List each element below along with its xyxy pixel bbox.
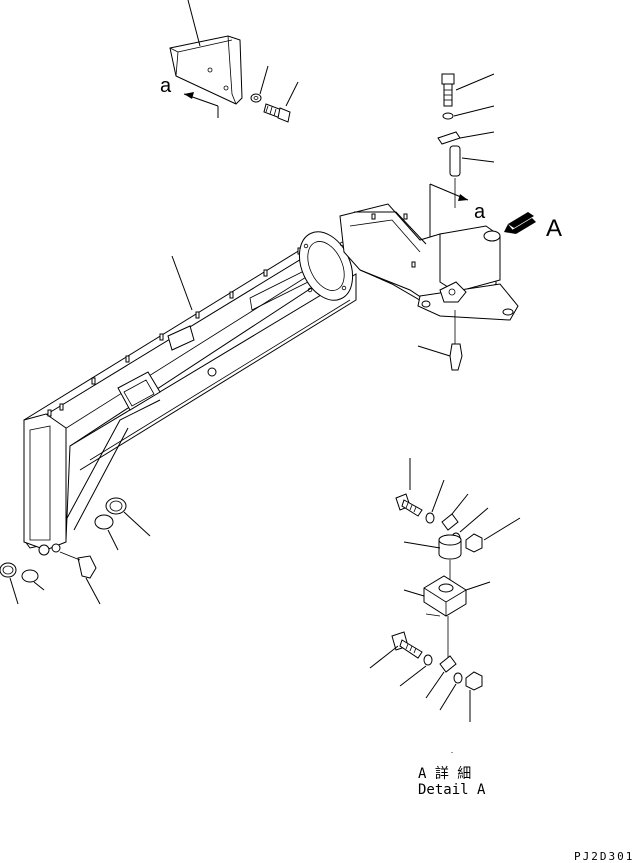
pin-icon	[449, 145, 461, 177]
loose-parts-left	[0, 497, 151, 605]
bolt-icon	[263, 103, 291, 123]
detail-a-assembly	[369, 458, 521, 753]
grease-fitting-icon	[449, 343, 463, 371]
collar-icon	[438, 534, 462, 560]
washer-icon	[423, 654, 433, 666]
washer-icon	[453, 672, 463, 684]
washer-icon	[250, 93, 262, 103]
nut-icon	[465, 671, 483, 691]
washer-icon	[442, 112, 454, 120]
lock-plate	[437, 131, 461, 145]
end-plate	[23, 413, 67, 551]
cover-plate	[169, 35, 243, 105]
view-label-a: a	[474, 201, 486, 223]
plug-icon	[105, 497, 127, 515]
lock-washer-icon	[439, 655, 457, 673]
detail-arrow-icon	[504, 212, 536, 234]
frame-assembly	[23, 203, 519, 556]
cap-icon	[94, 514, 114, 530]
bolt-icon	[395, 493, 423, 517]
mid-bracket	[167, 325, 195, 351]
nut-icon	[465, 533, 483, 553]
pivot-bracket	[439, 281, 467, 303]
fitting-icon	[77, 555, 97, 579]
detail-label-a: A	[546, 215, 562, 242]
washer-icon	[425, 512, 435, 524]
detail-caption-jp: A 詳 細	[418, 766, 471, 782]
drawing-code: PJ2D301	[574, 850, 634, 863]
detail-caption-en: Detail A	[418, 782, 486, 798]
view-label-a-lower: a	[160, 75, 172, 97]
leader-line	[187, 0, 201, 47]
lock-washer-icon	[441, 513, 459, 531]
bolt-icon	[391, 631, 423, 659]
ring-icon	[0, 562, 17, 578]
mount-block	[439, 225, 501, 293]
detail-plate	[423, 575, 467, 617]
cover-plate-group: a	[160, 0, 299, 123]
pin-stack-group: a A	[429, 73, 562, 250]
washer-icon	[21, 569, 39, 583]
bolt-icon	[441, 73, 455, 107]
